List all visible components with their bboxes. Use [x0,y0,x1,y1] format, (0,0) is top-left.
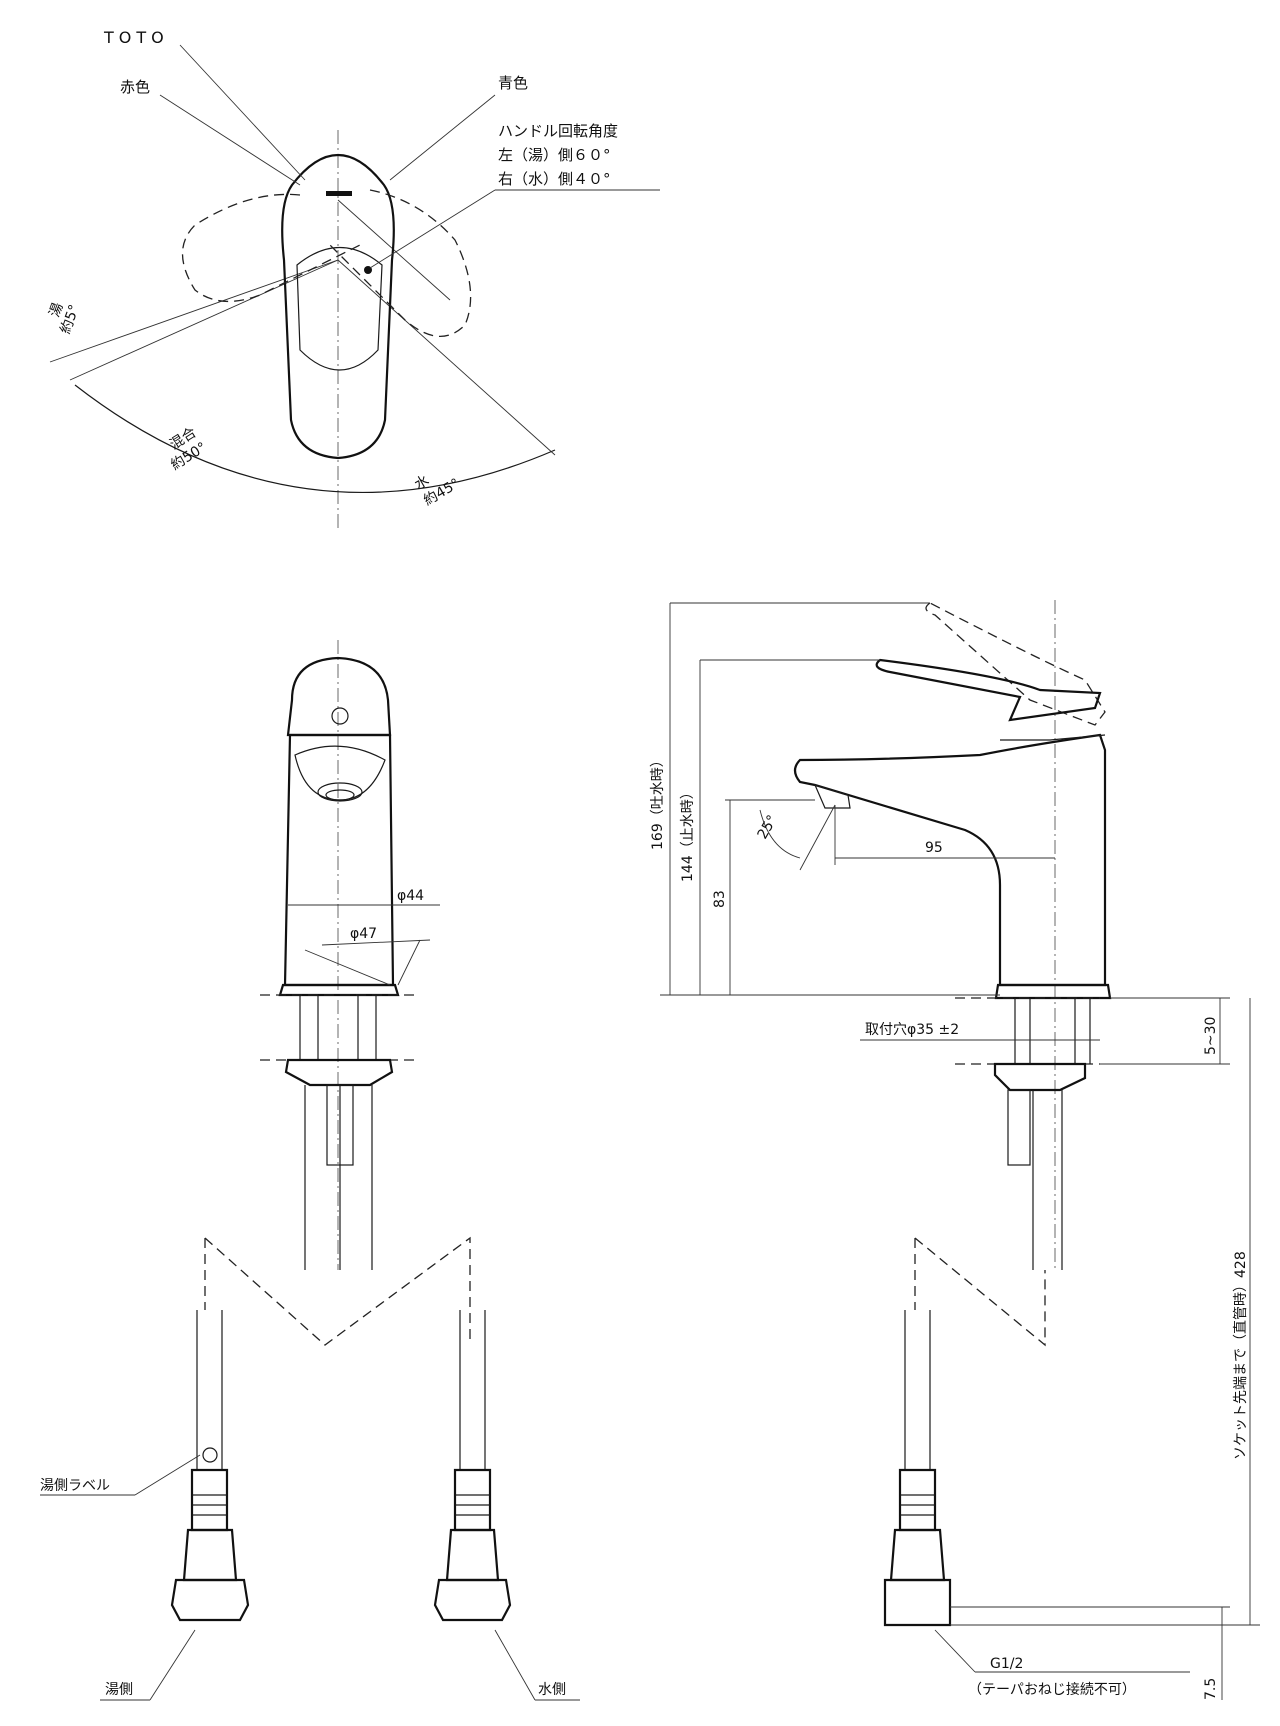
dim-83: 83 [712,890,728,908]
mount-hole: 取付穴φ35 ±2 [865,1022,959,1038]
dim-169: 169（吐水時） [650,753,666,850]
side-body [793,733,1107,987]
dim-7-5: 7.5 [1203,1678,1219,1700]
dim-25deg: 25° [755,812,781,842]
red-mark [326,191,352,196]
rotation-title: ハンドル回転角度 [498,122,618,140]
handle-outline [281,153,395,460]
blue-mark-label: 青色 [498,74,528,92]
dim-428: ソケット先端まで（直管時）428 [1232,1251,1249,1460]
dim-44: φ44 [397,888,424,904]
hot-zone-name: 湯 [46,300,67,319]
side-handle [875,658,1102,722]
dim-47: φ47 [350,926,377,942]
brand-label: TOTO [103,28,169,47]
dim-95: 95 [925,840,943,856]
side-view: 169（吐水時） 144（止水時） 83 95 25° 取付穴φ35 ±2 5~… [650,600,1260,1700]
rotation-arc [74,384,556,494]
dim-144: 144（止水時） [680,785,696,882]
red-mark-label: 赤色 [120,78,150,96]
thread-spec: G1/2 [990,1656,1023,1672]
cold-side-label: 水側 [538,1682,566,1698]
hot-side-label: 湯側 [105,1681,133,1698]
side-handle-open [925,602,1106,726]
rotation-right: 右（水）側４０° [498,170,611,188]
front-view: φ44 φ47 [204,640,471,1346]
front-handle [286,656,392,737]
rotation-left: 左（湯）側６０° [498,146,611,164]
handle-left-position [182,193,361,303]
supply-hoses: 湯側ラベル 湯側 水側 [40,1310,580,1701]
dim-5-30: 5~30 [1203,1017,1219,1055]
thread-note: （テーパおねじ接続不可） [968,1681,1136,1698]
handle-right-position [329,189,472,338]
hot-label-tag: 湯側ラベル [40,1477,110,1494]
cold-zone-name: 水 [412,473,432,494]
top-view: TOTO 赤色 青色 ハンドル回転角度 左（湯）側６０° 右（水）側４０° 湯 … [46,28,660,530]
